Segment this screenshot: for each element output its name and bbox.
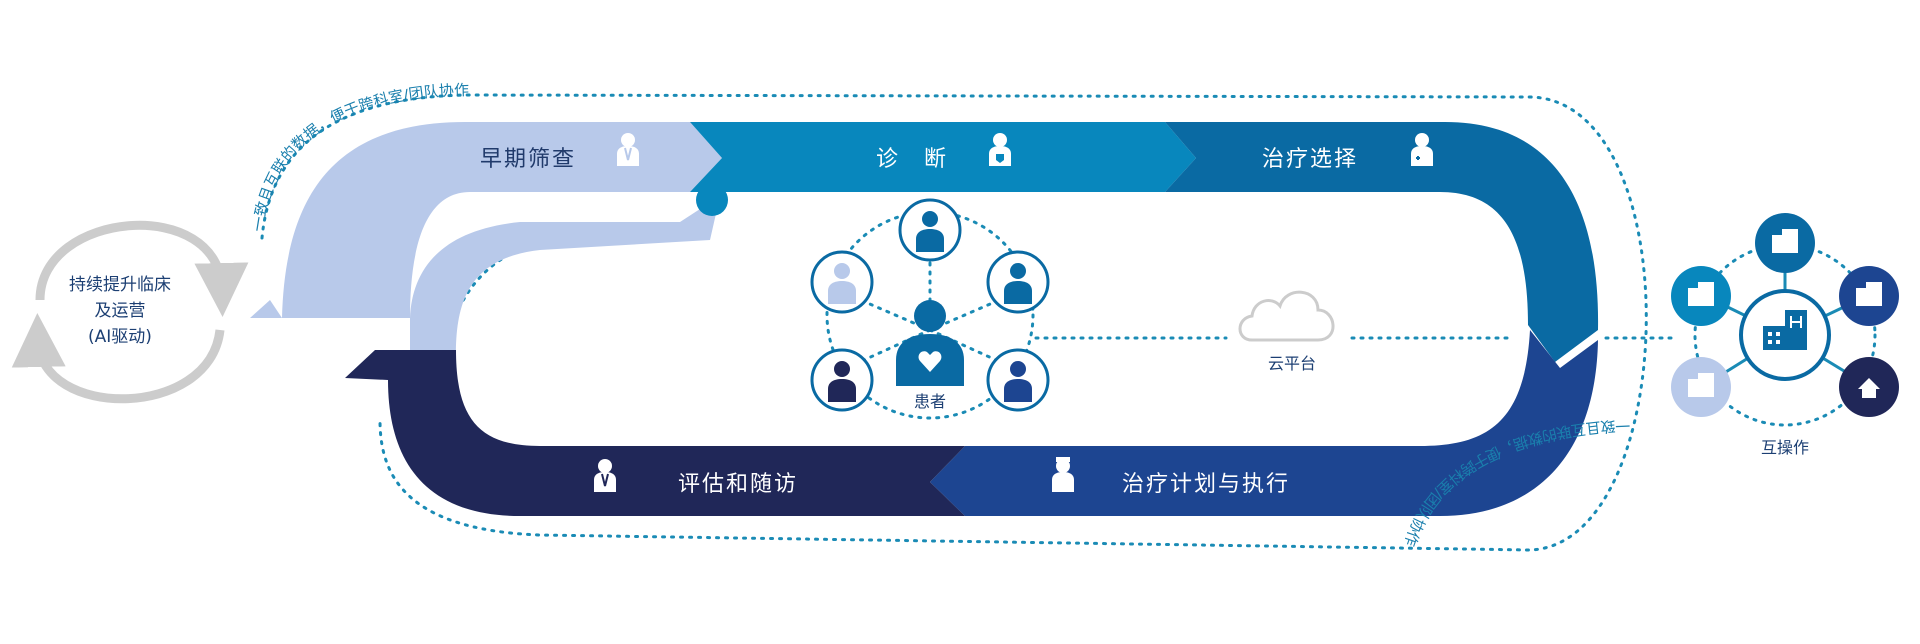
stage-label-treatment-choice: 治疗选择 [1262,147,1358,172]
band-treatment-plan [930,330,1598,516]
loop-text-2: 及运营 [95,301,146,321]
loop-text-1: 持续提升临床 [69,275,171,295]
surgeon-icon [1052,457,1074,492]
cloud-label: 云平台 [1268,354,1316,373]
doctor-icon [617,133,639,166]
stage-treatment-choice: 治疗选择 [1262,133,1433,172]
continuous-improvement-cycle: 持续提升临床 及运营 (AI驱动) [11,220,249,404]
interop-network: 互操作 [1671,213,1899,457]
band-treatment-choice [1165,122,1599,362]
patient-label: 患者 [914,392,946,411]
facility-node-right [1839,266,1899,326]
band-followup [345,350,965,516]
cloud-icon [1238,290,1335,342]
node-followup-doctor [810,348,874,412]
loop-text-3: (AI驱动) [88,327,152,347]
stage-early-screening: 早期筛查 [480,133,639,172]
outer-dotted-loop [260,93,1648,552]
patient-icon [896,300,964,386]
band-diagnosis [690,122,1196,192]
facility-node-left [1671,266,1731,326]
band-early-screening [250,122,722,318]
hospital-icon [1763,310,1807,350]
facility-node-bottom-left [1671,357,1731,417]
stage-label-followup: 评估和随访 [678,472,798,497]
doctor-stethoscope-icon [594,459,616,492]
stage-diagnosis: 诊 断 [876,133,1011,172]
node-surgeon [986,348,1050,412]
patient-network: 患者 [810,198,1050,420]
stage-label-diagnosis: 诊 断 [876,147,948,172]
cloud-platform: 云平台 [1238,290,1335,373]
band-inner-light [410,196,720,360]
interop-label: 互操作 [1761,438,1809,457]
home-node [1839,357,1899,417]
node-screening-doctor [810,250,874,314]
node-diagnosis-doctor [898,198,962,262]
node-nurse [986,250,1050,314]
stage-label-screening: 早期筛查 [480,147,576,172]
home-icon [1858,378,1880,398]
stage-treatment-plan: 治疗计划与执行 [1052,457,1290,497]
stage-followup: 评估和随访 [594,459,798,497]
facility-node-top [1755,213,1815,273]
nurse-icon [1411,133,1433,166]
doctor-shield-icon [989,133,1011,166]
stage-label-treatment-plan: 治疗计划与执行 [1122,472,1290,497]
